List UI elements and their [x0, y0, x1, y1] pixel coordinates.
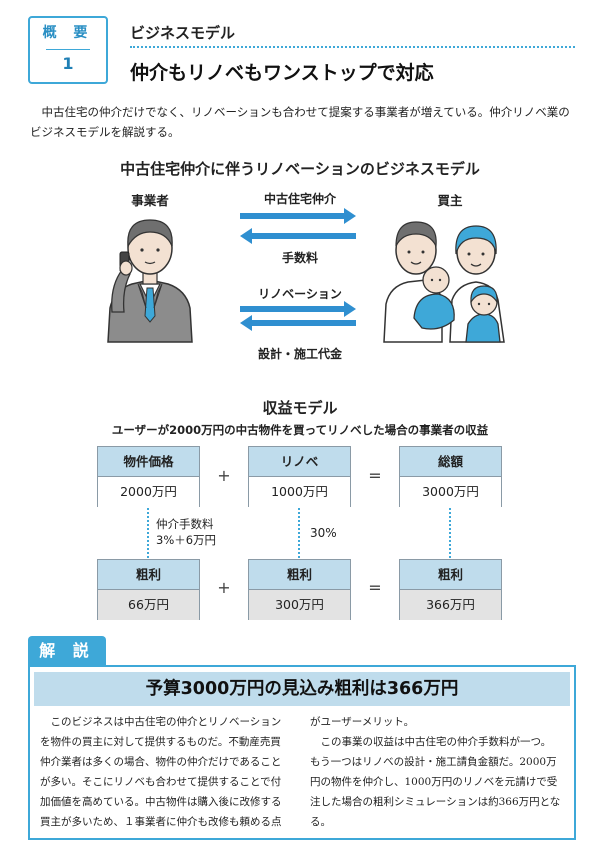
box-total: 総額 3000万円 [399, 446, 502, 507]
box-gross-profit-renovation: 粗利 300万円 [248, 559, 351, 620]
box-header: 粗利 [400, 560, 501, 590]
family-illustration [383, 221, 505, 343]
arrow-left-2 [240, 315, 356, 331]
intro-paragraph: 中古住宅の仲介だけでなく、リノベーションも合わせて提案する事業者が増えている。仲… [30, 105, 570, 139]
explanation-heading: 予算3000万円の見込み粗利は366万円 [34, 672, 570, 706]
business-model-title: 中古住宅仲介に伴うリノベーションのビジネスモデル [120, 160, 480, 178]
box-gross-profit-total: 粗利 366万円 [399, 559, 502, 620]
box-value: 2000万円 [98, 477, 199, 507]
connector-left [147, 508, 149, 558]
text-line: がユーザーメリット。 [310, 716, 415, 728]
box-value: 300万円 [249, 590, 350, 620]
text-line: 注した場合の粗利シミュレーションは約366万円とな [310, 796, 561, 808]
transaction-arrows [240, 208, 356, 331]
explanation-tab: 解 説 [28, 636, 106, 666]
box-header: 粗利 [249, 560, 350, 590]
box-value: 66万円 [98, 590, 199, 620]
arrow-right-2 [240, 301, 356, 317]
arrow-label-fee: 手数料 [281, 251, 318, 265]
text-line: が多い。そこにリノベも合わせて提供することで付 [40, 776, 282, 788]
arrow-label-construction-fee: 設計・施工代金 [257, 347, 342, 361]
margin-rate-note: 30% [310, 526, 337, 540]
revenue-model-subtitle: ユーザーが2000万円の中古物件を買ってリノベした場合の事業者の収益 [111, 423, 489, 437]
arrow-label-renovation: リノベーション [258, 287, 342, 301]
arrow-right-1 [240, 208, 356, 224]
equals-sign: = [368, 578, 382, 597]
operator-label: 事業者 [131, 193, 169, 208]
buyer-label: 買主 [437, 193, 463, 208]
equals-sign: = [368, 466, 382, 485]
connector-right [449, 508, 451, 558]
text-line: 円の物件を仲介し、1000万円のリノベを元請けで受 [310, 776, 558, 788]
box-value: 3000万円 [400, 477, 501, 507]
plus-sign: + [217, 466, 231, 485]
box-header: 粗利 [98, 560, 199, 590]
badge-label: 概 要 [42, 25, 94, 41]
commission-note-line1: 仲介手数料 [156, 517, 214, 531]
text-line: 加価値を高めている。中古物件は購入後に改修する [40, 796, 282, 808]
connector-mid [298, 508, 300, 558]
category-label: ビジネスモデル [130, 24, 236, 42]
badge-number: 1 [62, 54, 74, 73]
revenue-model-title: 収益モデル [262, 399, 338, 417]
commission-note-line2: 3%＋6万円 [156, 533, 217, 547]
box-value: 1000万円 [249, 477, 350, 507]
explanation-column-right: がユーザーメリット。 この事業の収益は中古住宅の仲介手数料が一つ。 もう一つはリ… [310, 712, 572, 832]
text-line: この事業の収益は中古住宅の仲介手数料が一つ。 [310, 736, 552, 748]
box-header: 物件価格 [98, 447, 199, 477]
box-property-price: 物件価格 2000万円 [97, 446, 200, 507]
arrow-label-brokerage: 中古住宅仲介 [263, 192, 336, 206]
text-line: る。 [310, 816, 331, 828]
plus-sign: + [217, 578, 231, 597]
commission-note: 仲介手数料 3%＋6万円 [156, 516, 216, 548]
badge-divider [46, 49, 90, 50]
text-line: を物件の買主に対して提供するものだ。不動産売買 [40, 736, 281, 748]
businessman-illustration [107, 219, 193, 343]
arrow-left-1 [240, 228, 356, 244]
box-gross-profit-brokerage: 粗利 66万円 [97, 559, 200, 620]
box-header: 総額 [400, 447, 501, 477]
box-header: リノベ [249, 447, 350, 477]
box-renovation: リノベ 1000万円 [248, 446, 351, 507]
text-line: 仲介業者は多くの場合、物件の仲介だけであること [40, 756, 282, 768]
section-badge: 概 要 1 [28, 16, 108, 84]
header-dotted-rule [130, 46, 575, 48]
box-value: 366万円 [400, 590, 501, 620]
text-line: もう一つはリノベの設計・施工請負金額だ。2000万 [310, 756, 557, 768]
text-line: 買主が多いため、１事業者に仲介も改修も頼める点 [40, 816, 282, 828]
explanation-column-left: このビジネスは中古住宅の仲介とリノベーション を物件の買主に対して提供するものだ… [40, 712, 302, 832]
page-title: 仲介もリノベもワンストップで対応 [130, 62, 434, 84]
text-line: このビジネスは中古住宅の仲介とリノベーション [40, 716, 282, 728]
